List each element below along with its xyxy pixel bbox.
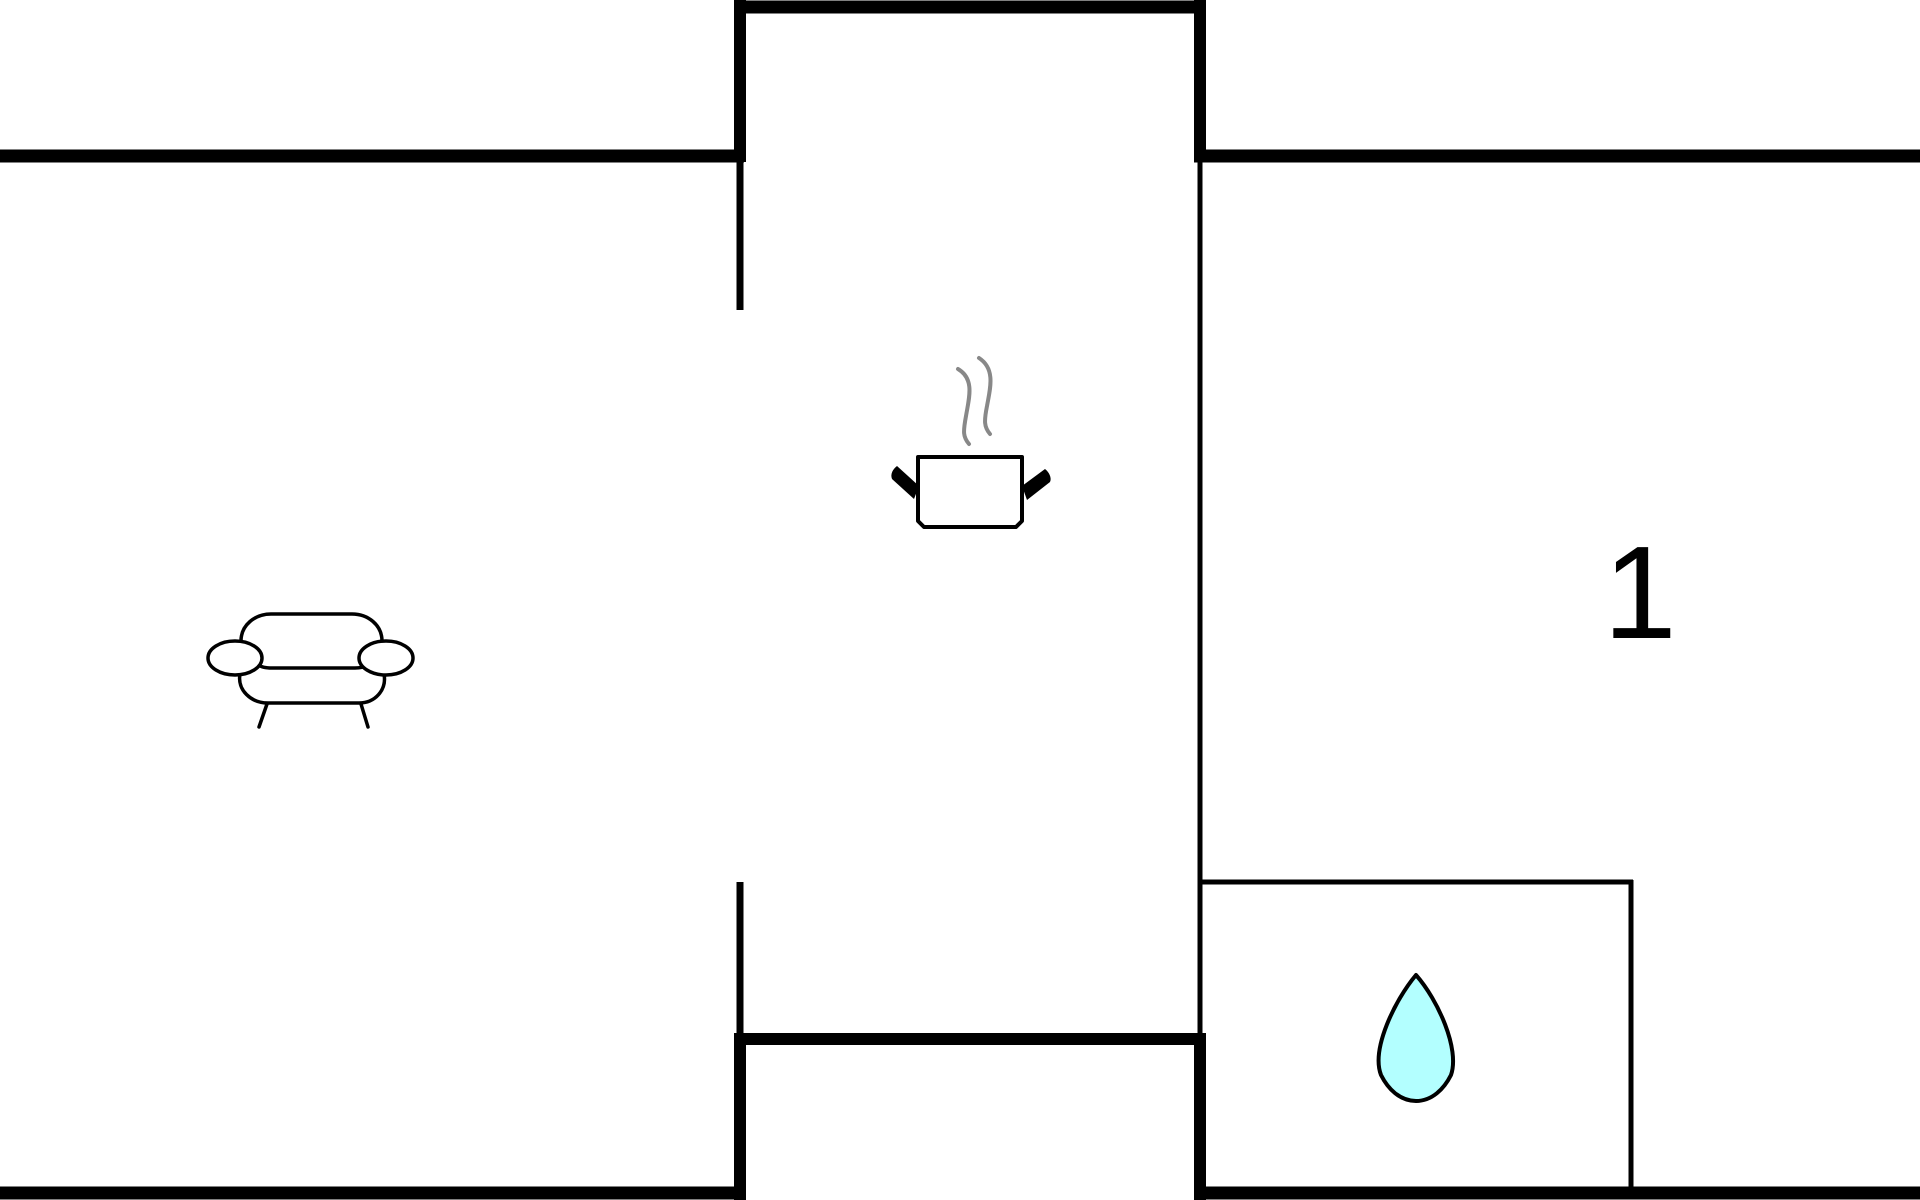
pot-handle-left [891,466,919,499]
room-number-label: 1 [1603,519,1676,666]
cooking-pot-icon [891,356,1051,529]
sofa-icon [206,612,415,729]
steam-icon [956,356,993,446]
pot-handle-right [1022,469,1051,500]
water-drop-icon [1376,973,1456,1103]
pot-body [916,455,1024,529]
